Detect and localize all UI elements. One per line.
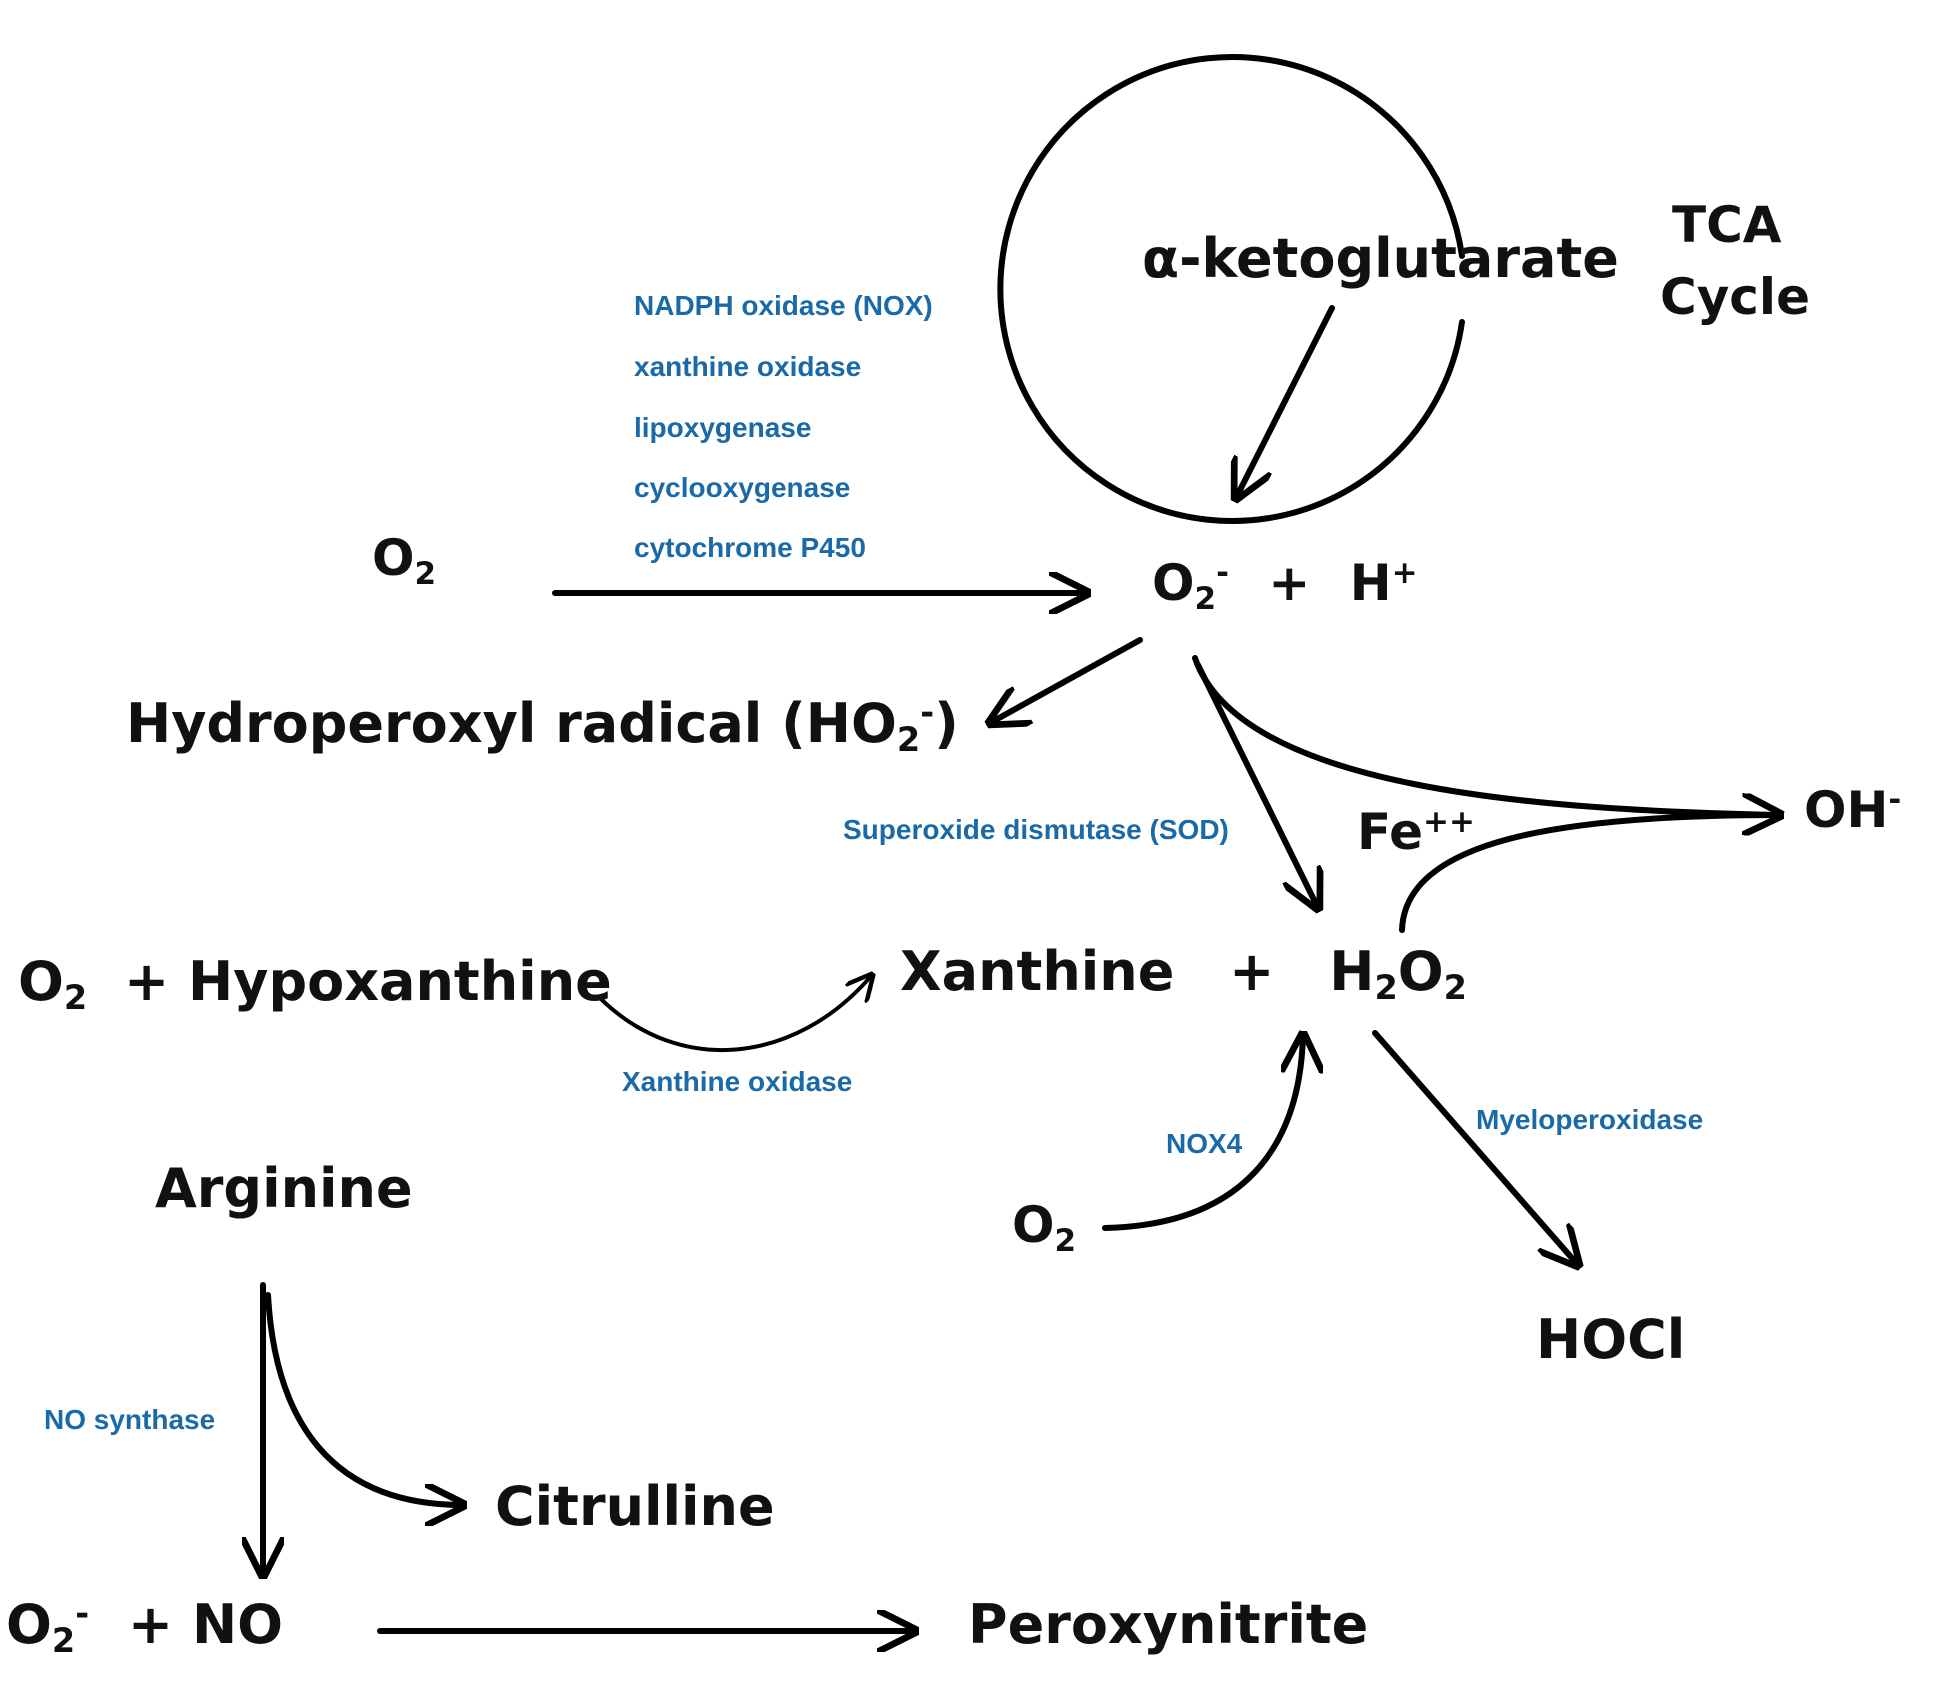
enzyme-cyclooxygenase: cyclooxygenase bbox=[634, 472, 851, 503]
peroxynitrite-label: Peroxynitrite bbox=[968, 1593, 1369, 1656]
o2-no-sub: 2 bbox=[51, 1621, 76, 1661]
o2-top-sub: 2 bbox=[414, 555, 437, 592]
xanthine-text: Xanthine bbox=[900, 940, 1175, 1003]
o2-no-o: O bbox=[6, 1593, 52, 1656]
o2-hypoxanthine-label: O2 + Hypoxanthine bbox=[18, 955, 612, 1015]
xanthine-plus: + bbox=[1229, 940, 1275, 1003]
hydroperoxyl-close: ) bbox=[934, 692, 959, 755]
o2-no-label: O2- + NO bbox=[6, 1596, 283, 1657]
superoxide-plus: + bbox=[1268, 554, 1311, 612]
hypoxanthine-text: + Hypoxanthine bbox=[124, 950, 612, 1013]
h2o2-to-hocl-arrow bbox=[1372, 1030, 1578, 1265]
hydroperoxyl-text: Hydroperoxyl radical (HO bbox=[126, 692, 897, 755]
enzyme-no-synthase: NO synthase bbox=[44, 1404, 216, 1435]
enzyme-sod: Superoxide dismutase (SOD) bbox=[843, 814, 1229, 845]
alpha-ketoglutarate-label: α-ketoglutarate bbox=[1142, 227, 1619, 290]
o2-nox4-sub: 2 bbox=[1054, 1222, 1077, 1259]
h2o2-h: H bbox=[1329, 940, 1375, 1003]
arginine-to-citrulline-curve bbox=[265, 1292, 463, 1505]
hypoxanthine-o: O bbox=[18, 950, 64, 1013]
enzyme-myeloperoxidase: Myeloperoxidase bbox=[1476, 1104, 1704, 1135]
tca-label-line2: Cycle bbox=[1660, 268, 1810, 326]
enzyme-nadph-oxidase: NADPH oxidase (NOX) bbox=[634, 290, 933, 321]
hypoxanthine-to-xanthine-curve bbox=[600, 975, 872, 1052]
h2o2-sub2: 2 bbox=[1443, 968, 1467, 1008]
iron-main: Fe bbox=[1357, 803, 1424, 861]
enzyme-cytochrome-p450: cytochrome P450 bbox=[634, 532, 866, 563]
iron-label: Fe++ bbox=[1357, 803, 1475, 857]
h2o2-sub1: 2 bbox=[1374, 968, 1398, 1008]
arginine-label: Arginine bbox=[155, 1157, 413, 1220]
superoxide-to-hydroxyl-curve bbox=[1192, 655, 1780, 815]
superoxide-plus-proton: O2- + H+ bbox=[1152, 554, 1418, 614]
hydroxyl-label: OH- bbox=[1804, 781, 1902, 835]
enzyme-xanthine-oxidase-top: xanthine oxidase bbox=[634, 351, 862, 382]
o2-nox4-label: O2 bbox=[1012, 1200, 1076, 1256]
hocl-label: HOCl bbox=[1536, 1308, 1686, 1371]
superoxide-to-h2o2-arrow bbox=[1195, 662, 1318, 908]
akg-to-superoxide-arrow bbox=[1236, 305, 1335, 498]
superoxide-o: O bbox=[1152, 554, 1195, 612]
enzyme-xanthine-oxidase: Xanthine oxidase bbox=[622, 1066, 853, 1097]
o2-top-main: O bbox=[372, 529, 415, 587]
xanthine-h2o2-label: Xanthine + H2O2 bbox=[900, 945, 1467, 1005]
hypoxanthine-o-sub: 2 bbox=[63, 978, 88, 1018]
proton-h: H bbox=[1349, 554, 1392, 612]
iron-sup: ++ bbox=[1423, 803, 1475, 840]
enzyme-nox4: NOX4 bbox=[1166, 1128, 1243, 1159]
h2o2-o: O bbox=[1397, 940, 1444, 1003]
hydroperoxyl-sup: - bbox=[920, 692, 935, 732]
superoxide-sup: - bbox=[1216, 554, 1229, 591]
citrulline-label: Citrulline bbox=[495, 1475, 775, 1538]
o2-no-sup: - bbox=[75, 1593, 90, 1633]
hydroxyl-main: OH bbox=[1804, 781, 1889, 839]
superoxide-sub: 2 bbox=[1194, 580, 1217, 617]
o2-no-text: + NO bbox=[127, 1593, 284, 1656]
tca-cycle-circle bbox=[997, 54, 1465, 524]
hydroperoxyl-sub: 2 bbox=[896, 720, 921, 760]
o2-to-h2o2-nox4-curve bbox=[1102, 1035, 1303, 1231]
tca-label-line1: TCA bbox=[1672, 196, 1782, 254]
enzyme-lipoxygenase: lipoxygenase bbox=[634, 412, 812, 443]
superoxide-to-hydroperoxyl-arrow bbox=[990, 637, 1143, 723]
hydroxyl-sup: - bbox=[1888, 781, 1902, 818]
o2-top-label: O2 bbox=[372, 533, 436, 589]
proton-sup: + bbox=[1391, 554, 1418, 591]
hydroperoxyl-radical-label: Hydroperoxyl radical (HO2-) bbox=[126, 695, 959, 756]
h2o2-to-hydroxyl-curve bbox=[1399, 812, 1783, 933]
o2-nox4-main: O bbox=[1012, 1196, 1055, 1254]
